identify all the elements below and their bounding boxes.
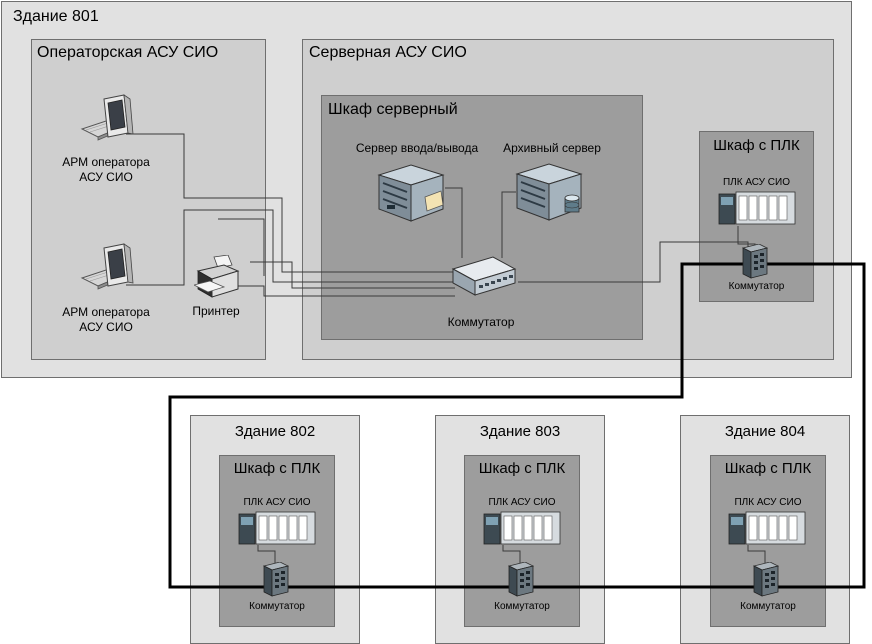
- cable-printer-a: [218, 218, 265, 276]
- building-801-title: Здание 801: [13, 8, 99, 25]
- cable-plc-802: [257, 545, 276, 565]
- workstation-1-label-line-1: АРМ оператора: [62, 155, 150, 169]
- switch-804-label: Коммутатор: [740, 601, 796, 612]
- io-server-icon: [377, 164, 445, 222]
- plc-803-label: ПЛК АСУ СИО: [488, 497, 556, 508]
- plc-cabinet-801-title: Шкаф с ПЛК: [713, 137, 800, 154]
- cable-archive-server: [501, 191, 516, 258]
- plc-802-icon: [238, 511, 316, 545]
- workstation-1-label: АРМ оператора АСУ СИО: [46, 155, 166, 185]
- workstation-1-icon: [80, 94, 134, 141]
- cable-io-server: [445, 187, 463, 258]
- server-cabinet-frame: [321, 95, 643, 340]
- plc-803-icon: [483, 511, 561, 545]
- switch-plc-801-label: Коммутатор: [728, 281, 785, 292]
- archive-server-label: Архивный сервер: [503, 141, 601, 155]
- switch-803-icon: [507, 562, 535, 597]
- printer-icon: [194, 255, 240, 298]
- cable-workstation-1: [126, 133, 455, 273]
- building-802-title: Здание 802: [234, 423, 316, 440]
- server-cabinet-title: Шкаф серверный: [328, 101, 458, 118]
- plc-804-icon: [728, 511, 806, 545]
- workstation-2-label-line-1: АРМ оператора: [62, 305, 150, 319]
- cable-printer-b: [238, 285, 455, 297]
- workstation-2-icon: [80, 243, 134, 290]
- switch-plc-801-icon: [741, 244, 769, 279]
- plc-cabinet-803-title: Шкаф с ПЛК: [478, 460, 566, 477]
- building-803-title: Здание 803: [479, 423, 561, 440]
- switch-802-label: Коммутатор: [249, 601, 305, 612]
- lan-cables: [126, 133, 766, 565]
- plc-801-label: ПЛК АСУ СИО: [722, 177, 790, 188]
- plc-801-icon: [718, 191, 796, 225]
- cable-to-plc-801: [518, 241, 749, 283]
- switch-server-cabinet-label: Коммутатор: [447, 315, 515, 329]
- plc-802-label: ПЛК АСУ СИО: [243, 497, 311, 508]
- fiber-ring: [168, 262, 866, 589]
- cable-plc-803: [502, 545, 521, 565]
- plc-cabinet-804-title: Шкаф с ПЛК: [724, 460, 812, 477]
- switch-server-cabinet-icon: [451, 256, 517, 296]
- building-804-title: Здание 804: [724, 423, 806, 440]
- switch-802-icon: [262, 562, 290, 597]
- switch-803-label: Коммутатор: [494, 601, 550, 612]
- server-room-title: Серверная АСУ СИО: [309, 44, 467, 61]
- workstation-1-label-line-2: АСУ СИО: [79, 170, 133, 184]
- switch-804-icon: [752, 562, 780, 597]
- printer-label: Принтер: [192, 304, 240, 318]
- workstation-2-label: АРМ оператора АСУ СИО: [46, 305, 166, 335]
- plc-cabinet-802-title: Шкаф с ПЛК: [233, 460, 321, 477]
- plc-804-label: ПЛК АСУ СИО: [734, 497, 802, 508]
- cable-workstation-2: [126, 209, 455, 286]
- archive-server-icon: [515, 163, 583, 221]
- operator-room-title: Операторская АСУ СИО: [37, 44, 219, 61]
- cable-printer-c: [250, 261, 455, 289]
- workstation-2-label-line-2: АСУ СИО: [79, 320, 133, 334]
- operator-room-frame: [31, 39, 266, 360]
- io-server-label: Сервер ввода/вывода: [355, 141, 479, 155]
- cable-plc-804: [747, 545, 766, 565]
